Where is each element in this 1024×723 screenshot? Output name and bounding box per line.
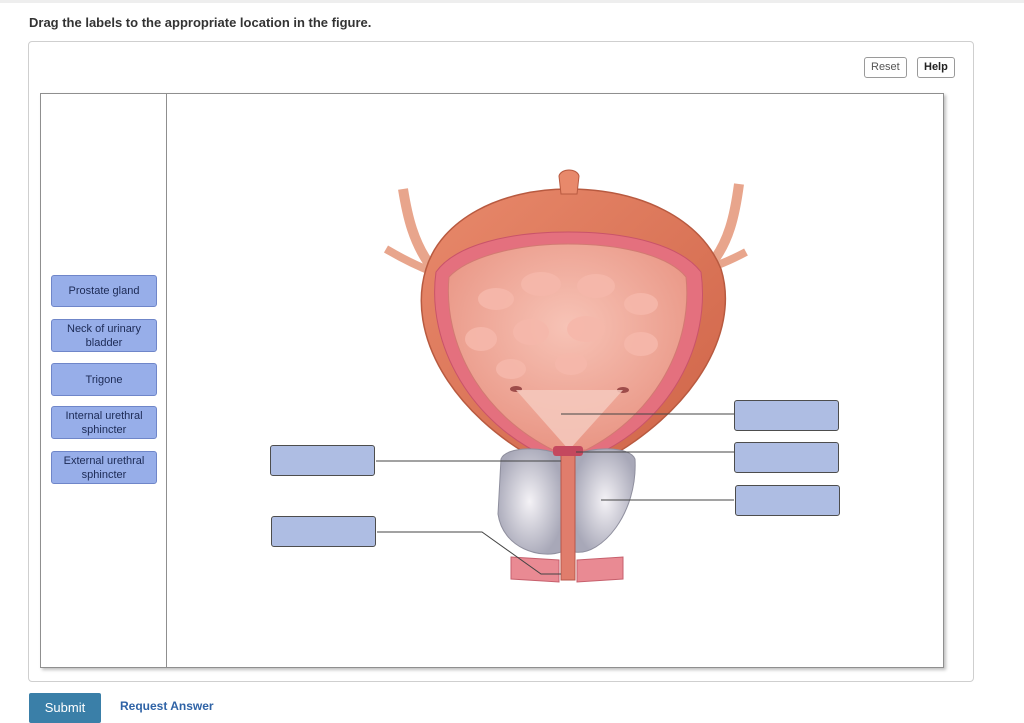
urachus: [558, 169, 580, 195]
drop-target-right-1[interactable]: [734, 400, 839, 431]
rugae-folds: [465, 272, 658, 379]
label-external-urethral-sphincter[interactable]: External urethral sphincter: [51, 451, 157, 484]
label-prostate-gland[interactable]: Prostate gland: [51, 275, 157, 307]
request-answer-link[interactable]: Request Answer: [120, 699, 214, 713]
prostate-right-lobe: [574, 448, 636, 553]
label-trigone[interactable]: Trigone: [51, 363, 157, 396]
submit-button[interactable]: Submit: [29, 693, 101, 723]
left-ureter: [398, 188, 437, 273]
internal-sphincter-ring: [553, 446, 583, 456]
label-neck-of-urinary-bladder[interactable]: Neck of urinary bladder: [51, 319, 157, 352]
label-palette: Prostate gland Neck of urinary bladder T…: [41, 94, 167, 667]
reset-button[interactable]: Reset: [864, 57, 907, 78]
leader-lines: [376, 413, 734, 575]
top-divider: [0, 0, 1024, 3]
label-internal-urethral-sphincter[interactable]: Internal urethral sphincter: [51, 406, 157, 439]
drag-drop-workspace: Prostate gland Neck of urinary bladder T…: [40, 93, 944, 668]
instruction-text: Drag the labels to the appropriate locat…: [29, 15, 372, 30]
drop-target-right-3[interactable]: [735, 485, 840, 516]
bladder-anatomy-figure: [376, 169, 748, 583]
drop-target-left-2[interactable]: [271, 516, 376, 547]
trigone-region: [516, 390, 623, 450]
drop-target-left-1[interactable]: [270, 445, 375, 476]
urethra: [560, 449, 576, 581]
drop-target-right-2[interactable]: [734, 442, 839, 473]
prostate-left-lobe: [497, 448, 562, 555]
help-button[interactable]: Help: [917, 57, 955, 78]
